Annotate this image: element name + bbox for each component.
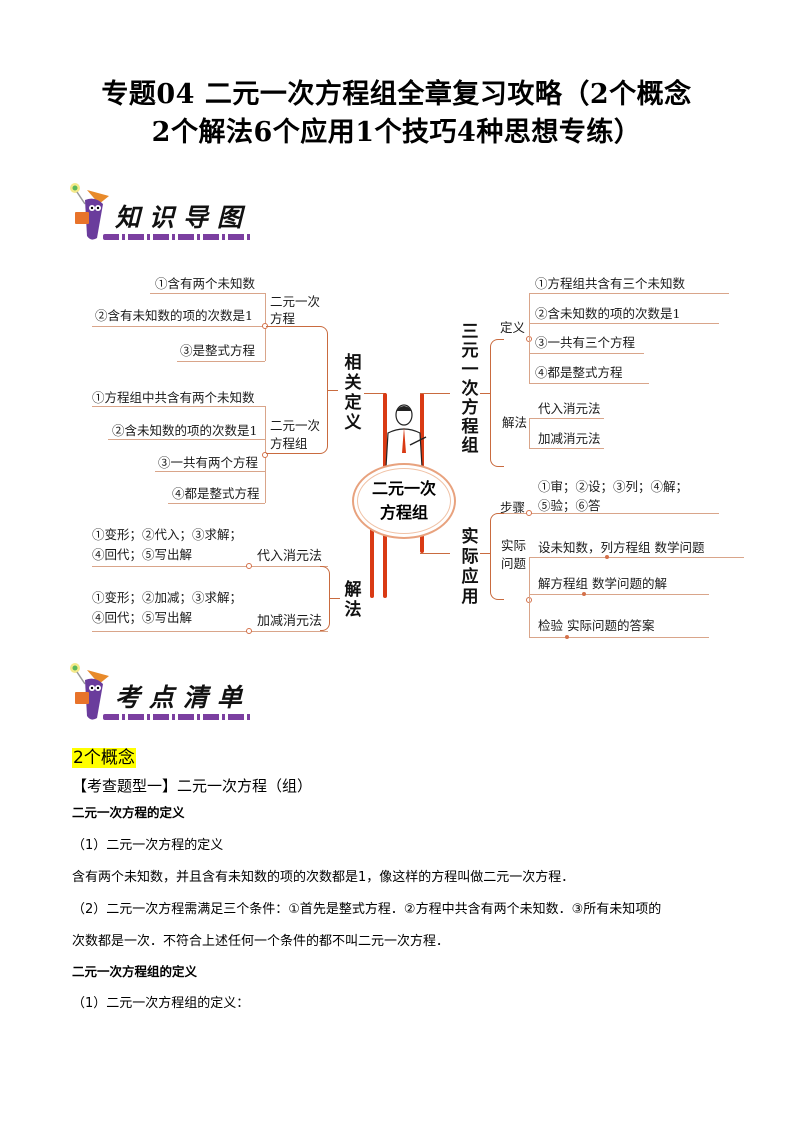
section-heading: 2个概念 [72, 748, 136, 768]
mm-problem-row-3: 检验 实际问题的答案 [538, 618, 655, 633]
connector [529, 448, 604, 449]
mm-related-definitions-label: 相关定义 [344, 353, 362, 433]
mm-3var-item-1: ①方程组共含有三个未知数 [535, 276, 686, 291]
teacher-figure-icon [385, 404, 427, 467]
mm-steps-lines: ①审；②设；③列；④解； ⑤验；⑥答 [538, 479, 689, 513]
banner-label: 知识导图 [115, 203, 252, 232]
connector [370, 515, 374, 598]
connector [177, 361, 265, 362]
connector [529, 557, 530, 637]
document-title: 专题04 二元一次方程组全章复习攻略（2个概念 2个解法6个应用1个技巧4种思想… [0, 76, 793, 152]
connector [92, 326, 265, 327]
sub-item-2: （1）二元一次方程组的定义： [72, 996, 250, 1011]
connector [490, 339, 504, 467]
banner-label: 考点清单 [115, 683, 252, 712]
connector [320, 566, 330, 631]
mm-3var-method-1: 代入消元法 [538, 401, 601, 416]
node-dot [246, 563, 252, 569]
paragraph-2-line-1: （2）二元一次方程需满足三个条件：①首先是整式方程．②方程中共含有两个未知数．③… [72, 902, 662, 917]
connector [150, 293, 265, 294]
mm-methods-label: 解法 [502, 415, 528, 430]
mm-application-label: 实际应用 [461, 527, 479, 607]
paragraph-1: 含有两个未知数，并且含有未知数的项的次数都是1，像这样的方程叫做二元一次方程． [72, 870, 575, 885]
node-dot [605, 555, 609, 559]
mm-eq-item-3: ③是整式方程 [180, 343, 256, 358]
question-type-heading: 【考查题型一】二元一次方程（组） [72, 777, 313, 795]
banner-underline [103, 714, 253, 720]
connector [529, 418, 530, 448]
title-line-2: 2个解法6个应用1个技巧4种思想专练） [151, 117, 642, 148]
mm-problems-label: 实际 问题 [501, 538, 527, 571]
paragraph-2-line-2: 次数都是一次．不符合上述任何一个条件的都不叫二元一次方程． [72, 934, 450, 949]
node-dot [262, 452, 268, 458]
connector [529, 594, 709, 595]
connector [108, 439, 265, 440]
subheading-equation-definition: 二元一次方程的定义 [72, 805, 185, 820]
mm-sys-item-1: ①方程组中共含有两个未知数 [92, 390, 255, 405]
mm-sys-label: 二元一次 方程组 [270, 418, 321, 451]
connector [529, 323, 719, 324]
connector [420, 393, 450, 394]
mm-elimination-steps: ①变形；②加减；③求解； ④回代；⑤写出解 [92, 590, 243, 625]
mm-eq-item-2: ②含有未知数的项的次数是1 [95, 308, 253, 323]
connector [529, 637, 709, 638]
connector [364, 393, 386, 394]
mind-map: ①含有两个未知数 ②含有未知数的项的次数是1 ③是整式方程 二元一次 方程 ①方… [80, 265, 744, 645]
banner-underline [103, 234, 253, 240]
checklist-banner: 考点清单 [65, 660, 255, 726]
node-dot [246, 628, 252, 634]
mm-eq-item-1: ①含有两个未知数 [155, 276, 256, 291]
mm-eq-label: 二元一次 方程 [270, 294, 321, 326]
mm-steps-label: 步骤 [500, 500, 526, 515]
connector [529, 293, 729, 294]
center-line-1: 二元一次 [371, 479, 436, 498]
mm-substitution-label: 代入消元法 [257, 549, 323, 564]
connector [504, 513, 719, 514]
connector [155, 471, 265, 472]
center-line-2: 方程组 [379, 503, 428, 522]
mm-problem-row-1: 设未知数，列方程组 数学问题 [538, 540, 705, 555]
connector [490, 513, 504, 600]
mm-sys-item-4: ④都是整式方程 [172, 486, 260, 501]
mm-elimination-label: 加减消元法 [257, 614, 323, 629]
connector [266, 326, 328, 454]
node-dot [565, 635, 569, 639]
connector [330, 598, 340, 599]
connector [480, 553, 490, 554]
mm-3var-item-4: ④都是整式方程 [535, 365, 623, 380]
sub-item-1: （1）二元一次方程的定义 [72, 838, 224, 853]
node-dot [582, 592, 586, 596]
connector [420, 553, 450, 554]
connector [92, 406, 265, 407]
mm-3var-item-2: ②含未知数的项的次数是1 [535, 306, 681, 321]
mm-sys-item-3: ③一共有两个方程 [158, 455, 259, 470]
connector [480, 393, 490, 394]
mind-map-banner: 知识导图 [65, 180, 255, 246]
mm-3var-method-2: 加减消元法 [538, 431, 601, 446]
mm-substitution-steps: ①变形；②代入；③求解； ④回代；⑤写出解 [92, 527, 243, 562]
connector [92, 631, 328, 632]
mm-problem-row-2: 解方程组 数学问题的解 [538, 576, 668, 591]
connector [529, 353, 644, 354]
connector [168, 503, 265, 504]
title-line-1: 专题04 二元一次方程组全章复习攻略（2个概念 [101, 79, 692, 110]
central-topic-node: 二元一次 方程组 [352, 463, 456, 539]
mm-sys-item-2: ②含未知数的项的次数是1 [112, 423, 258, 438]
pencil-wizard-mascot-icon [70, 183, 109, 240]
node-dot [526, 510, 532, 516]
connector [529, 293, 530, 383]
mm-3var-item-3: ③一共有三个方程 [535, 335, 636, 350]
mm-three-var-label: 三元一次方程组 [461, 322, 479, 456]
connector [328, 390, 338, 391]
pencil-wizard-mascot-icon [70, 663, 109, 720]
connector [92, 566, 328, 567]
connector [529, 383, 649, 384]
subheading-system-definition: 二元一次方程组的定义 [72, 964, 198, 979]
connector [529, 557, 744, 558]
mm-definition-label: 定义 [500, 320, 526, 335]
connector [529, 418, 604, 419]
mm-solutions-label: 解法 [344, 580, 362, 620]
